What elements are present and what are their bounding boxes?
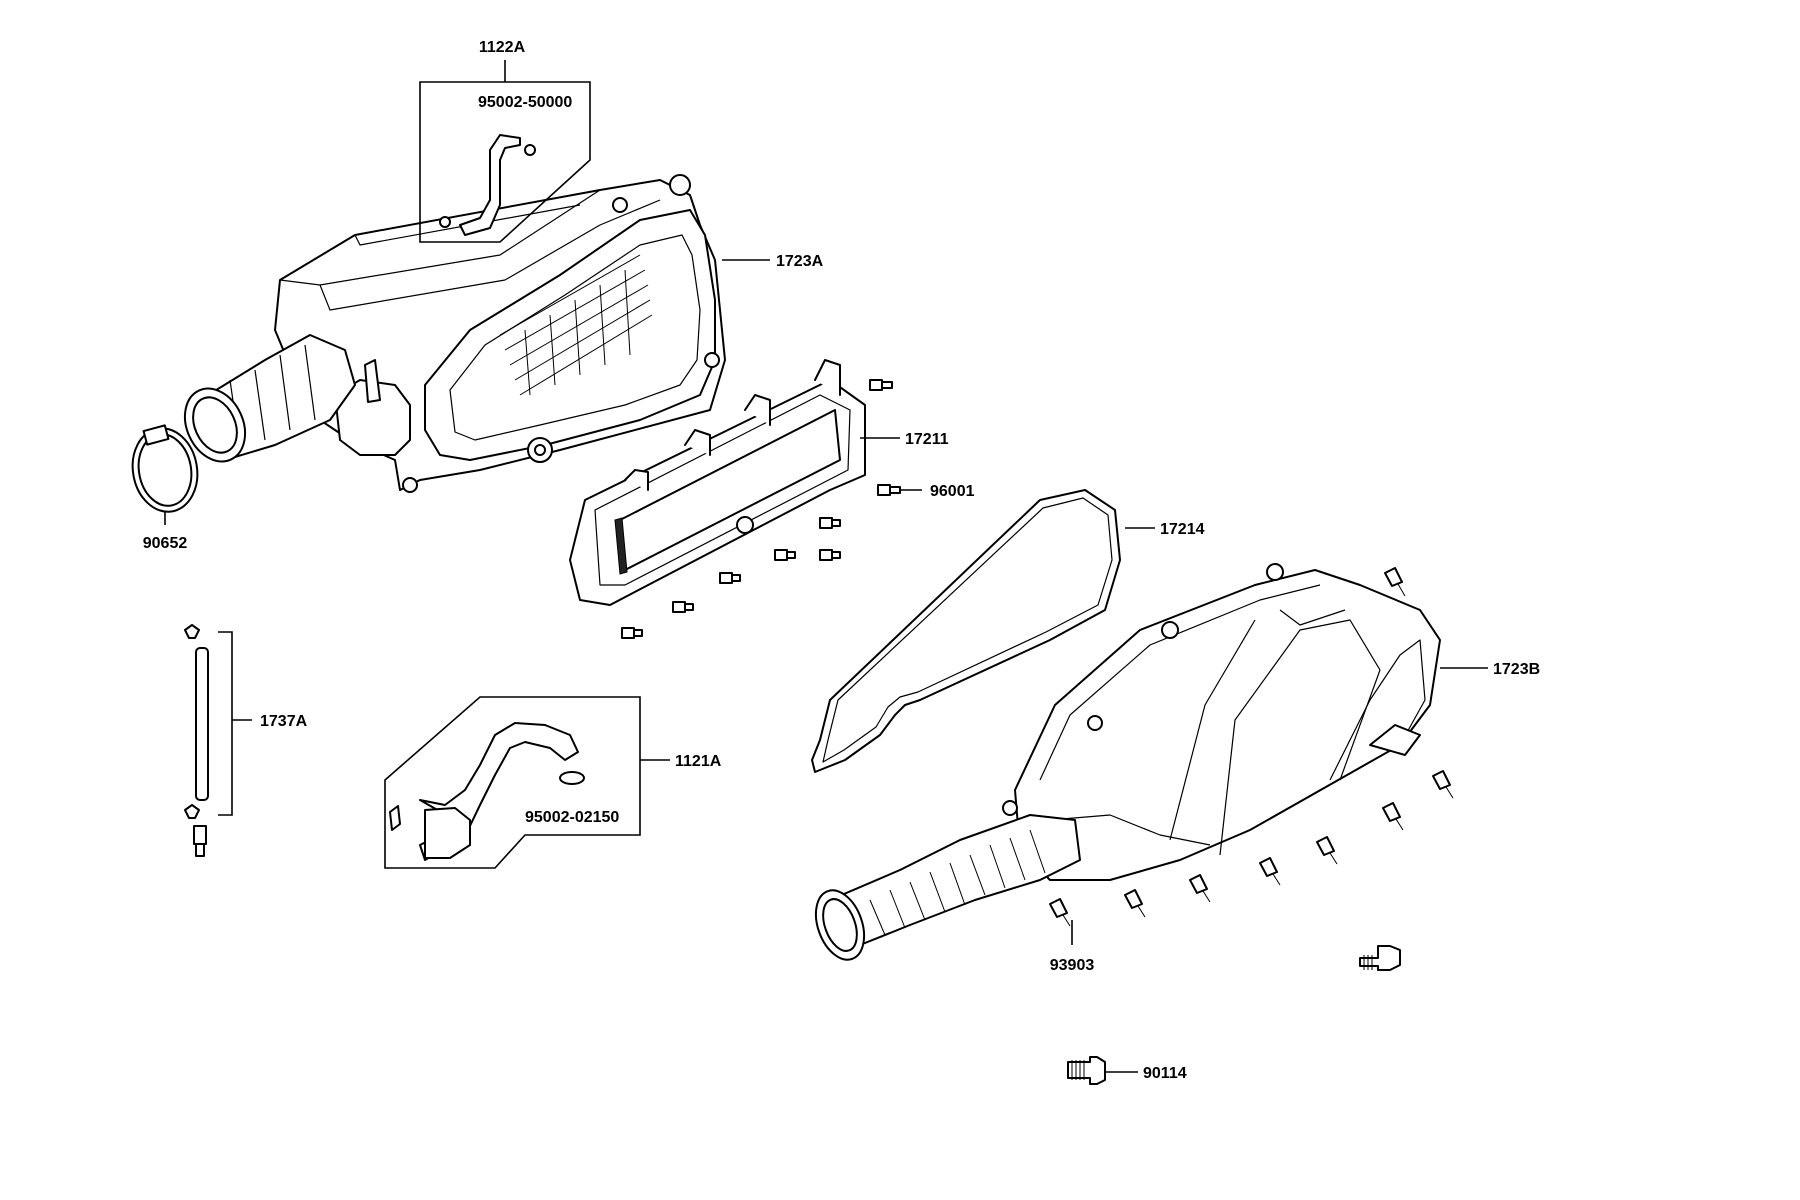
leader-lines [722, 259, 1488, 945]
drain-tube-icon [184, 624, 209, 857]
callout-17211: 17211 [905, 431, 949, 448]
air-cleaner-cover-icon [814, 563, 1441, 961]
callout-1121A: 1121A [675, 753, 722, 770]
callout-95002-02150: 95002-02150 [525, 809, 619, 826]
callout-90114: 90114 [1143, 1065, 1187, 1082]
callout-95002-50000: 95002-50000 [478, 94, 572, 111]
hose-clamp-icon [131, 424, 199, 513]
screw-icon [1049, 567, 1454, 927]
callout-box-1122A [419, 81, 591, 243]
callout-1723B: 1723B [1493, 661, 1540, 678]
callout-1737A: 1737A [260, 713, 308, 730]
callout-93903: 93903 [1050, 957, 1095, 974]
breather-hose-icon [389, 722, 585, 861]
callout-box-1121A [384, 696, 641, 869]
screw-icon [621, 379, 901, 639]
callout-90652: 90652 [143, 535, 188, 552]
bolt-icon [1067, 1056, 1106, 1085]
breather-hose-icon [439, 134, 536, 236]
callout-17214: 17214 [1160, 521, 1205, 538]
callout-1723A: 1723A [776, 253, 824, 270]
callout-96001: 96001 [930, 483, 975, 500]
air-cleaner-case-icon [183, 174, 726, 493]
filter-element-icon [569, 359, 866, 606]
bolt-icon [1359, 945, 1401, 971]
callout-1122A: 1122A [479, 39, 526, 56]
gasket-icon [811, 489, 1121, 773]
